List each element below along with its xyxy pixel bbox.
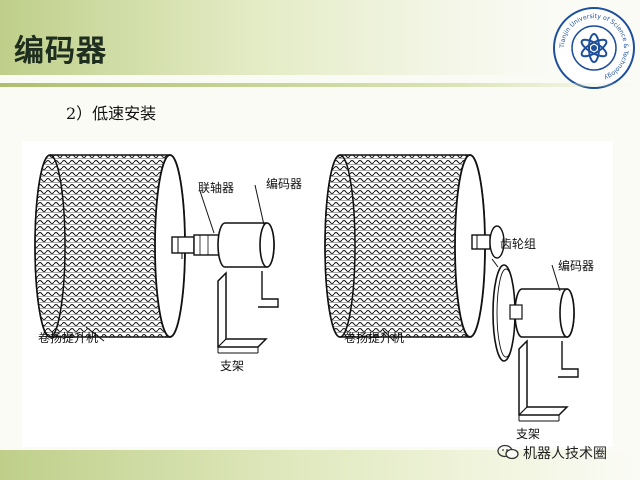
left-encoder-label: 编码器 [266,177,303,191]
right-gear-label: 齿轮组 [500,237,537,251]
right-encoder-label: 编码器 [558,259,595,273]
slide-title: 编码器 [14,34,107,69]
wechat-icon [497,444,519,464]
title-divider [0,83,640,87]
right-hoist-label: 卷扬提升机 [344,331,405,345]
right-hoist-leader [381,328,395,342]
right-bracket [518,339,569,422]
watermark-text: 机器人技术圈 [523,446,607,462]
bottom-strip [0,450,640,480]
subtitle: 2）低速安装 [66,104,157,123]
watermark: 机器人技术圈 [497,443,607,464]
left-hoist-label: 卷扬提升机 [38,331,99,345]
right-bracket-label: 支架 [516,427,541,441]
title-bar [0,0,555,75]
left-bracket [217,271,268,354]
left-coupling-label: 联轴器 [198,181,235,195]
mounting-diagram [34,154,579,422]
university-seal-icon: Tianjin University of Science & Technolo… [552,6,636,90]
diagram-panel: 联轴器 编码器 卷扬提升机 支架 齿轮组 编码器 卷扬提升机 支架 [22,141,613,447]
left-encoder [217,184,279,308]
right-hoist-drum [324,154,486,338]
right-encoder [509,264,579,378]
left-shaft [171,236,195,259]
left-hoist-drum [34,154,186,338]
left-hoist-leader [85,326,105,342]
right-shaft [471,234,491,250]
left-bracket-label: 支架 [220,359,245,373]
